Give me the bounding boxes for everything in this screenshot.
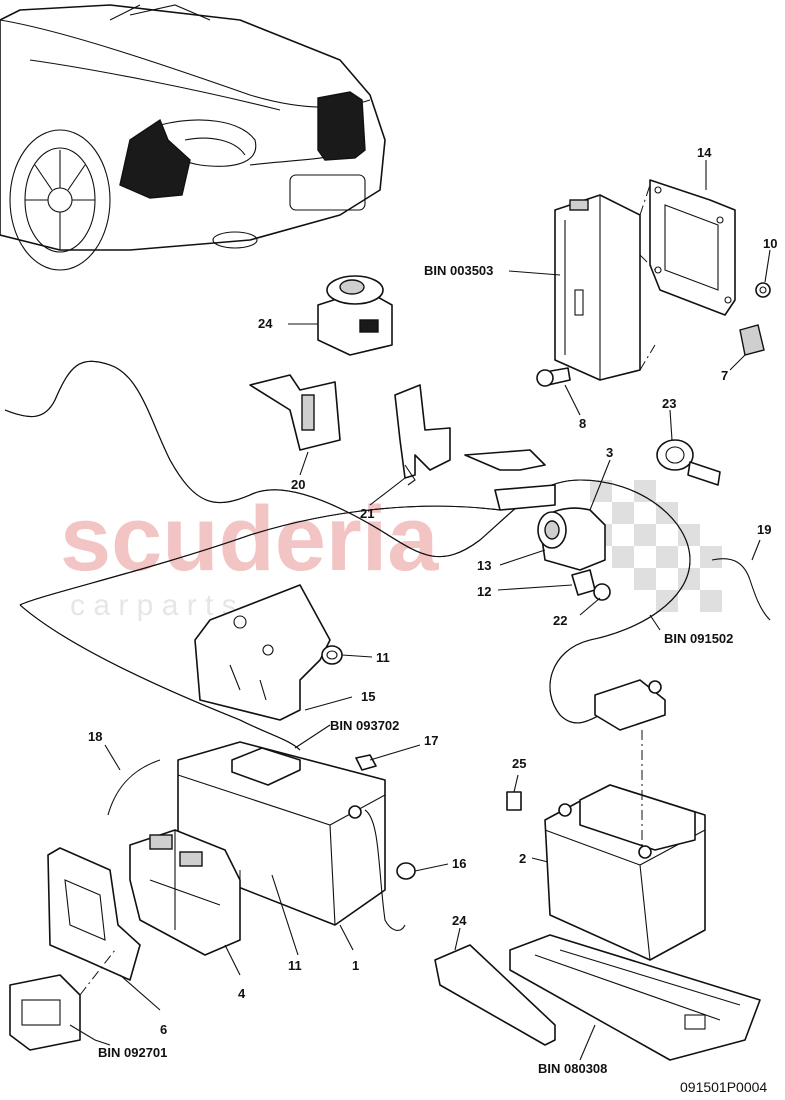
bin-label-003503: BIN 003503: [424, 263, 493, 278]
clip-20: [249, 374, 341, 451]
bin-labels: BIN 003503 BIN 091502 BIN 093702 BIN 092…: [98, 263, 733, 1076]
part-label-10: 10: [763, 236, 777, 251]
control-unit-003503: [554, 194, 641, 381]
battery-2: [544, 784, 706, 961]
terminal-block: [594, 679, 666, 731]
clamp-23: [656, 439, 721, 486]
part-label-16: 16: [452, 856, 466, 871]
bin-label-080308: BIN 080308: [538, 1061, 607, 1076]
module-4: [129, 829, 241, 956]
part-labels: 14 10 7 8 24 20 21 23 3 19 13 12 22 11 1…: [88, 145, 777, 1037]
car-rear-illustration: [0, 4, 386, 271]
relay-24-lower: [506, 791, 522, 811]
trunk-module-highlight: [119, 91, 366, 199]
part-label-25: 24: [452, 913, 467, 928]
part-label-12: 12: [477, 584, 491, 599]
part-label-13: 13: [477, 558, 491, 573]
hose-19: [711, 558, 771, 621]
leader-dash-2: [79, 870, 241, 996]
bolt-8: [536, 367, 571, 387]
holder-21: [394, 384, 451, 486]
watermark-main: scuderia: [60, 488, 439, 590]
control-unit-092701: [9, 974, 81, 1051]
part-label-11-upper: 11: [376, 650, 390, 665]
module-bracket-6: [47, 847, 141, 981]
leader-lines: [69, 160, 771, 1061]
part-label-24-lower: 25: [512, 756, 526, 771]
battery-bracket-15: [194, 584, 331, 721]
grommet-11-upper: [321, 645, 343, 665]
part-label-3: 3: [606, 445, 613, 460]
watermark-sub: c a r p a r t s: [70, 589, 237, 622]
hose-18: [107, 759, 161, 816]
bin-label-092701: BIN 092701: [98, 1045, 167, 1060]
bin-label-091502: BIN 091502: [664, 631, 733, 646]
drawing-code: 091501P0004: [680, 1079, 767, 1095]
part-label-20: 20: [291, 477, 305, 492]
part-label-23: 23: [662, 396, 676, 411]
actuator-3: [464, 449, 606, 571]
part-label-4: 4: [238, 986, 246, 1001]
nut-17: [355, 754, 377, 771]
nut-10: [755, 282, 771, 298]
bin-label-093702: BIN 093702: [330, 718, 399, 733]
connector-12: [571, 569, 596, 596]
part-label-18: 18: [88, 729, 102, 744]
cap-22: [593, 583, 611, 601]
part-label-8: 8: [579, 416, 586, 431]
cap-16: [396, 862, 416, 880]
watermark: scuderia c a r p a r t s: [60, 480, 722, 622]
part-label-6: 6: [160, 1022, 167, 1037]
part-label-7: 7: [721, 368, 728, 383]
part-label-24-top: 24: [258, 316, 273, 331]
part-label-1: 1: [352, 958, 359, 973]
pad-7: [739, 324, 765, 356]
module-bracket-14: [649, 179, 736, 316]
wiring-harness: [4, 360, 691, 751]
leader-dash: [639, 184, 656, 371]
battery-tray-080308: [509, 934, 761, 1061]
part-label-11-lower: 11: [288, 958, 302, 973]
part-label-22: 22: [553, 613, 567, 628]
part-label-15: 15: [361, 689, 375, 704]
bracket-25: [434, 944, 556, 1046]
part-label-19: 19: [757, 522, 771, 537]
part-label-14: 14: [697, 145, 712, 160]
part-label-17: 17: [424, 733, 438, 748]
part-label-2: 2: [519, 851, 526, 866]
part-label-21: 21: [360, 506, 374, 521]
relay-24-top: [317, 275, 393, 356]
